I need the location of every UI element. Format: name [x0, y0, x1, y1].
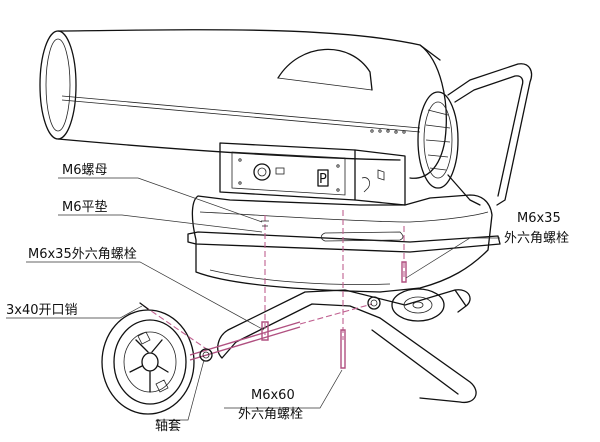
bolt-m6x35-part [261, 321, 269, 341]
bolt-m6x60-part [340, 329, 346, 369]
fan-housing [409, 44, 459, 189]
control-panel: P [219, 142, 406, 206]
rear-wheel [391, 288, 445, 322]
label-m6x35-right-desc: 外六角螺栓 [504, 231, 569, 246]
indicator-window [317, 169, 329, 187]
bushing-part [199, 348, 213, 362]
label-m6x60-desc: 外六角螺栓 [238, 407, 303, 422]
label-m6x35-right-size: M6x35 [517, 211, 561, 226]
leader-lines [6, 177, 500, 421]
label-bushing: 轴套 [155, 418, 181, 434]
cotter-pin-part [139, 302, 149, 310]
label-cotter-pin: 3x40开口销 [6, 303, 78, 318]
label-m6-nut: M6螺母 [62, 163, 108, 178]
label-m6x60-size: M6x60 [251, 388, 295, 403]
handle-frame [447, 63, 533, 206]
wheel-hub-icon [141, 352, 159, 372]
label-m6x35-bolt-left: M6x35外六角螺栓 [28, 247, 137, 262]
wheel-frame [217, 288, 477, 404]
fuel-tank [187, 194, 501, 293]
thermostat-knob-icon [253, 163, 271, 181]
rear-bushing-part [367, 296, 381, 310]
burner-barrel [39, 29, 441, 161]
front-wheel [101, 309, 195, 415]
bolt-m6x35-right-part [401, 261, 407, 283]
indicator-letter: P [319, 172, 327, 187]
axle-assembly [139, 210, 407, 369]
label-m6-washer: M6平垫 [62, 199, 108, 215]
